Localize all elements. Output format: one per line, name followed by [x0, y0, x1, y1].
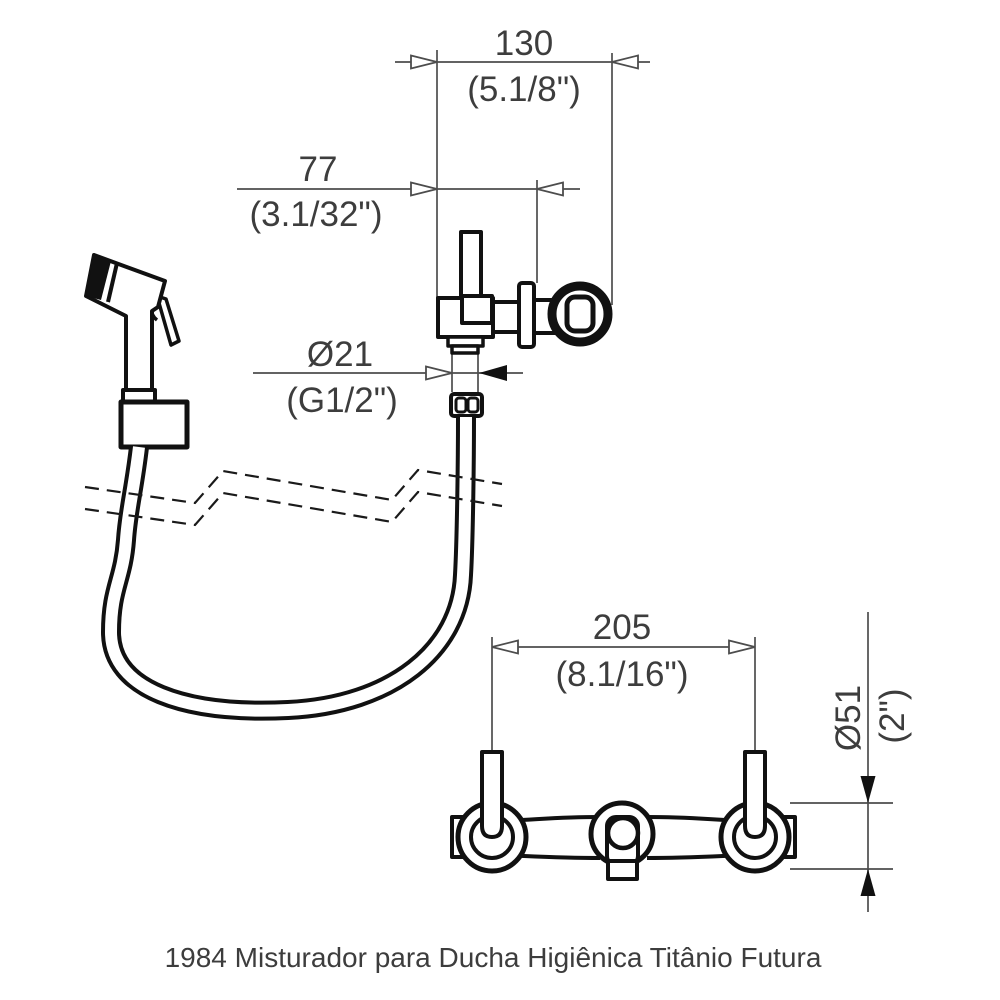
spray-holder: [118, 399, 190, 450]
extension-lines: [436, 50, 893, 870]
arrow-77-left: [410, 181, 438, 197]
dimension-labels: 130 (5.1/8") 77 (3.1/32") Ø21 (G1/2") 20…: [249, 24, 912, 751]
inlet-stem-left: [480, 750, 504, 839]
arrow-51-up-filled: [860, 869, 876, 896]
break-line-lower: [84, 490, 503, 527]
pipe-body-to-flange: [491, 300, 522, 334]
dim-51-mm: Ø51: [829, 685, 868, 751]
dim-205-inches: (8.1/16"): [555, 655, 688, 694]
spray-trigger: [155, 294, 181, 347]
hose-nut-facet-right: [466, 396, 480, 414]
dim-21-mm: Ø21: [307, 335, 373, 374]
hose-inner: [104, 416, 472, 717]
dim-51-inches: (2"): [873, 688, 912, 743]
front-view-group: [450, 750, 797, 881]
arrow-205-right: [728, 639, 756, 655]
arrow-205-left: [491, 639, 519, 655]
hub-inner-circle: [605, 815, 641, 851]
arrow-130-right: [611, 54, 639, 70]
dim-77-inches: (3.1/32"): [249, 195, 382, 234]
cartridge-cap: [460, 294, 494, 325]
product-caption: 1984 Misturador para Ducha Higiênica Tit…: [165, 942, 822, 973]
break-line-upper: [84, 468, 503, 505]
dimension-lines: [237, 61, 869, 912]
arrow-130-left: [410, 54, 438, 70]
spray-tip-band: [106, 262, 119, 303]
dimension-arrows: [410, 54, 876, 896]
dim-21-inches: (G1/2"): [286, 381, 398, 420]
arrow-21-right-filled: [479, 365, 507, 381]
wall-connector-ring: [547, 281, 613, 347]
dim-77-mm: 77: [299, 150, 338, 189]
dim-130-inches: (5.1/8"): [467, 70, 581, 109]
inlet-stem-right: [743, 750, 767, 839]
arrow-21-left: [425, 365, 453, 381]
lever-handle: [459, 230, 483, 299]
outlet-nipple: [450, 344, 480, 355]
dim-205-mm: 205: [593, 608, 651, 647]
outlet-front: [606, 859, 639, 881]
spray-nozzle-tip: [86, 255, 111, 300]
wall-flange-side: [517, 281, 536, 349]
arrow-77-right: [536, 181, 564, 197]
side-view-group: [436, 230, 613, 418]
hose: [100, 416, 476, 721]
break-lines: [84, 468, 503, 527]
connector-slot: [564, 294, 596, 334]
hand-spray-group: [84, 253, 190, 450]
hose-nut-facet-left: [454, 396, 468, 414]
dim-130-mm: 130: [495, 24, 553, 63]
arrow-51-down-filled: [860, 776, 876, 803]
